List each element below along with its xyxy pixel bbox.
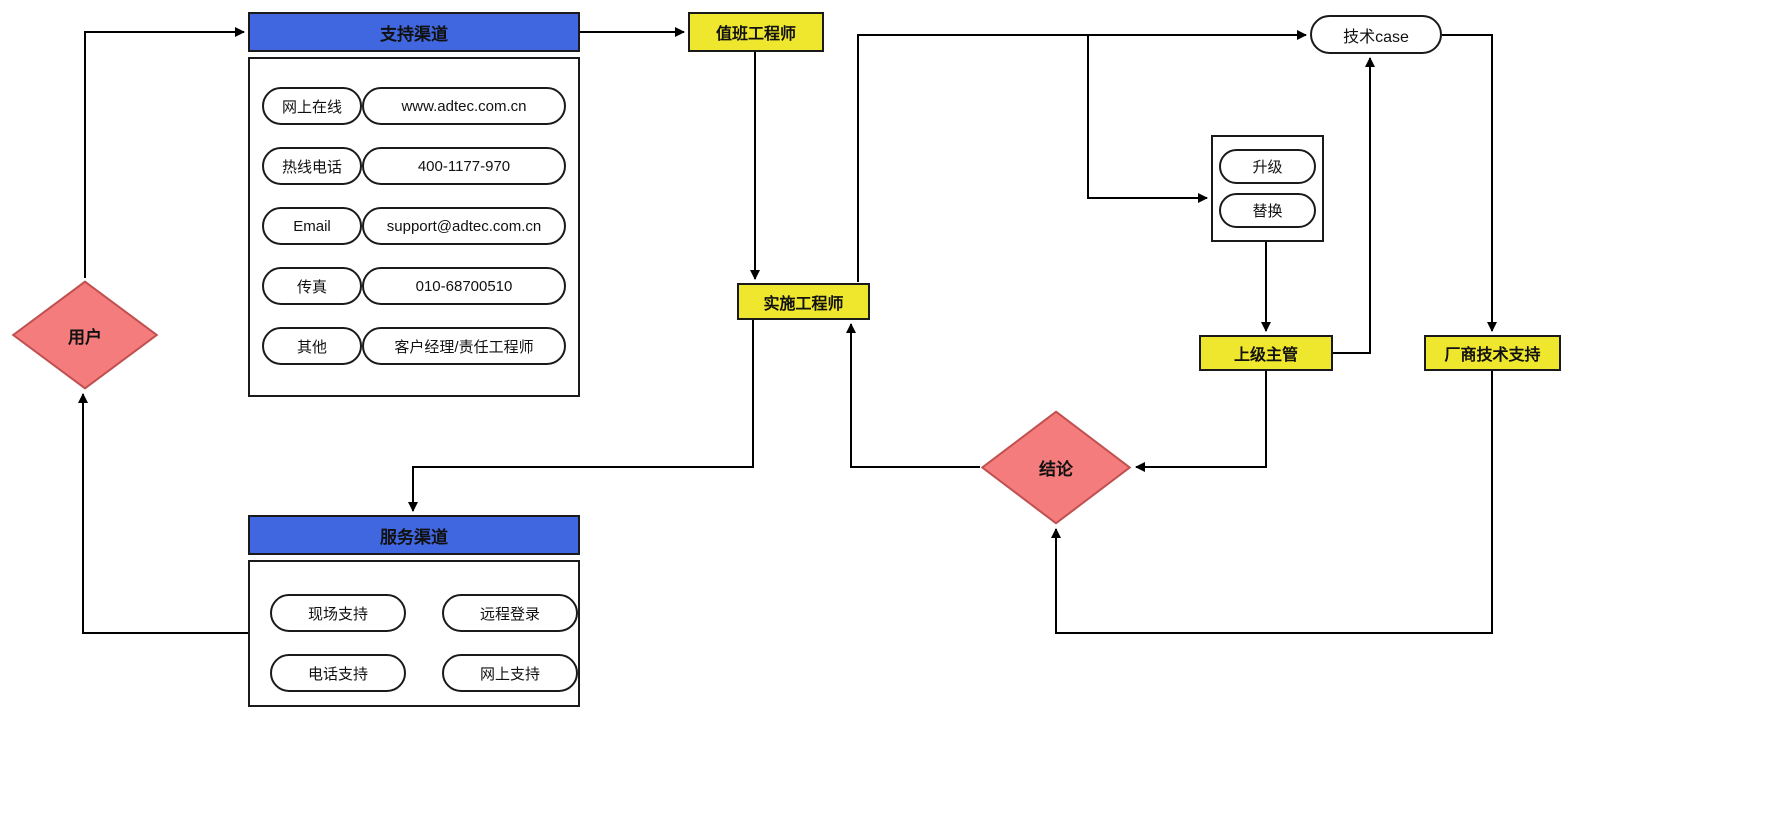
arrow-supervisor-to-techcase: [1333, 57, 1375, 354]
support-channels-panel: 网上在线 www.adtec.com.cn 热线电话 400-1177-970 …: [248, 57, 580, 397]
support-channels-title: 支持渠道: [380, 24, 448, 44]
channel-type-pill: 热线电话: [262, 147, 362, 185]
conclusion-node-label: 结论: [1039, 460, 1073, 479]
channel-value-pill: support@adtec.com.cn: [362, 207, 566, 245]
service-channels-header: 服务渠道: [248, 515, 580, 555]
vendor-support-node: 厂商技术支持: [1424, 335, 1561, 371]
channel-value-pill: 400-1177-970: [362, 147, 566, 185]
replace-pill: 替换: [1219, 193, 1316, 228]
upgrade-pill: 升级: [1219, 149, 1316, 184]
channel-value-pill: 010-68700510: [362, 267, 566, 305]
escalation-panel: 升级 替换: [1211, 135, 1324, 242]
service-channels-panel: 现场支持 远程登录 电话支持 网上支持: [248, 560, 580, 707]
duty-engineer-label: 值班工程师: [715, 26, 796, 43]
user-node: 用户: [11, 280, 159, 390]
service-pill-phone: 电话支持: [270, 654, 406, 692]
service-pill-onsite: 现场支持: [270, 594, 406, 632]
arrow-supervisor-to-conclusion: [1135, 371, 1267, 472]
support-row: 其他 客户经理/责任工程师: [262, 327, 566, 365]
support-row: 网上在线 www.adtec.com.cn: [262, 87, 566, 125]
service-channels-title: 服务渠道: [380, 527, 448, 547]
vendor-support-label: 厂商技术支持: [1444, 347, 1541, 364]
channel-type-pill: 传真: [262, 267, 362, 305]
channel-value-pill: www.adtec.com.cn: [362, 87, 566, 125]
channel-type-pill: 网上在线: [262, 87, 362, 125]
tech-case-node: 技术case: [1310, 15, 1442, 54]
arrow-user-to-support: [84, 27, 245, 278]
arrow-branch-to-escalation: [1087, 35, 1208, 203]
user-node-label: 用户: [68, 327, 102, 347]
supervisor-label: 上级主管: [1233, 347, 1298, 364]
arrow-techcase-to-vendor: [1442, 34, 1497, 332]
channel-value-pill: 客户经理/责任工程师: [362, 327, 566, 365]
support-channels-header: 支持渠道: [248, 12, 580, 52]
service-pill-online: 网上支持: [442, 654, 578, 692]
service-pill-remote: 远程登录: [442, 594, 578, 632]
impl-engineer-node: 实施工程师: [737, 283, 870, 320]
channel-type-pill: Email: [262, 207, 362, 245]
support-row: 热线电话 400-1177-970: [262, 147, 566, 185]
channel-type-pill: 其他: [262, 327, 362, 365]
arrow-conclusion-to-impl: [846, 323, 980, 468]
support-row: 传真 010-68700510: [262, 267, 566, 305]
tech-case-label: 技术case: [1343, 28, 1409, 46]
support-row: Email support@adtec.com.cn: [262, 207, 566, 245]
duty-engineer-node: 值班工程师: [688, 12, 824, 52]
arrow-service-to-user: [78, 393, 248, 634]
impl-engineer-label: 实施工程师: [763, 295, 844, 313]
conclusion-node: 结论: [980, 410, 1132, 525]
supervisor-node: 上级主管: [1199, 335, 1333, 371]
